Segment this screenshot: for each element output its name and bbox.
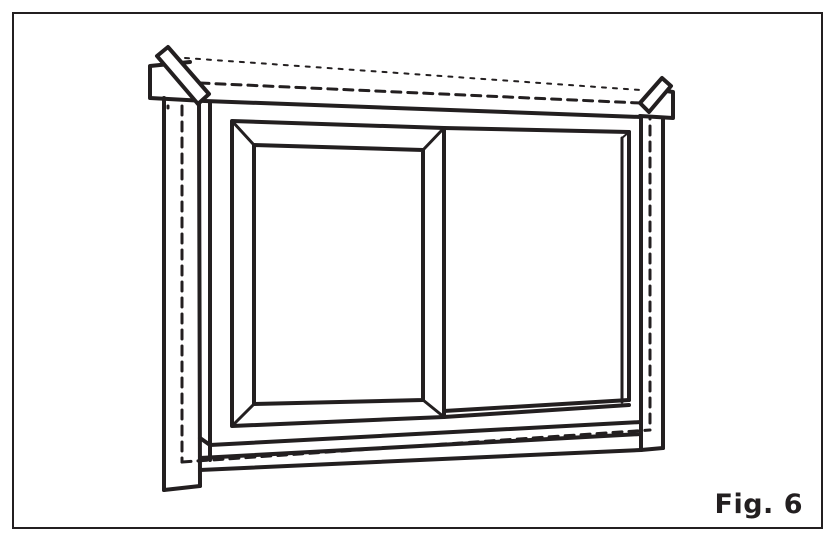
head-trim-dotted-outline (184, 57, 641, 91)
window-outer-frame (198, 99, 643, 472)
hidden-edge-dashed (166, 81, 652, 464)
right-angled-trim-piece (638, 76, 673, 114)
figure-border (12, 12, 823, 529)
figure-label: Fig. 6 (714, 489, 803, 520)
left-angled-trim-piece (155, 45, 211, 106)
left-sash (230, 119, 446, 428)
right-side-trim (639, 116, 665, 452)
right-sash (442, 126, 631, 419)
left-side-trim (162, 96, 212, 492)
